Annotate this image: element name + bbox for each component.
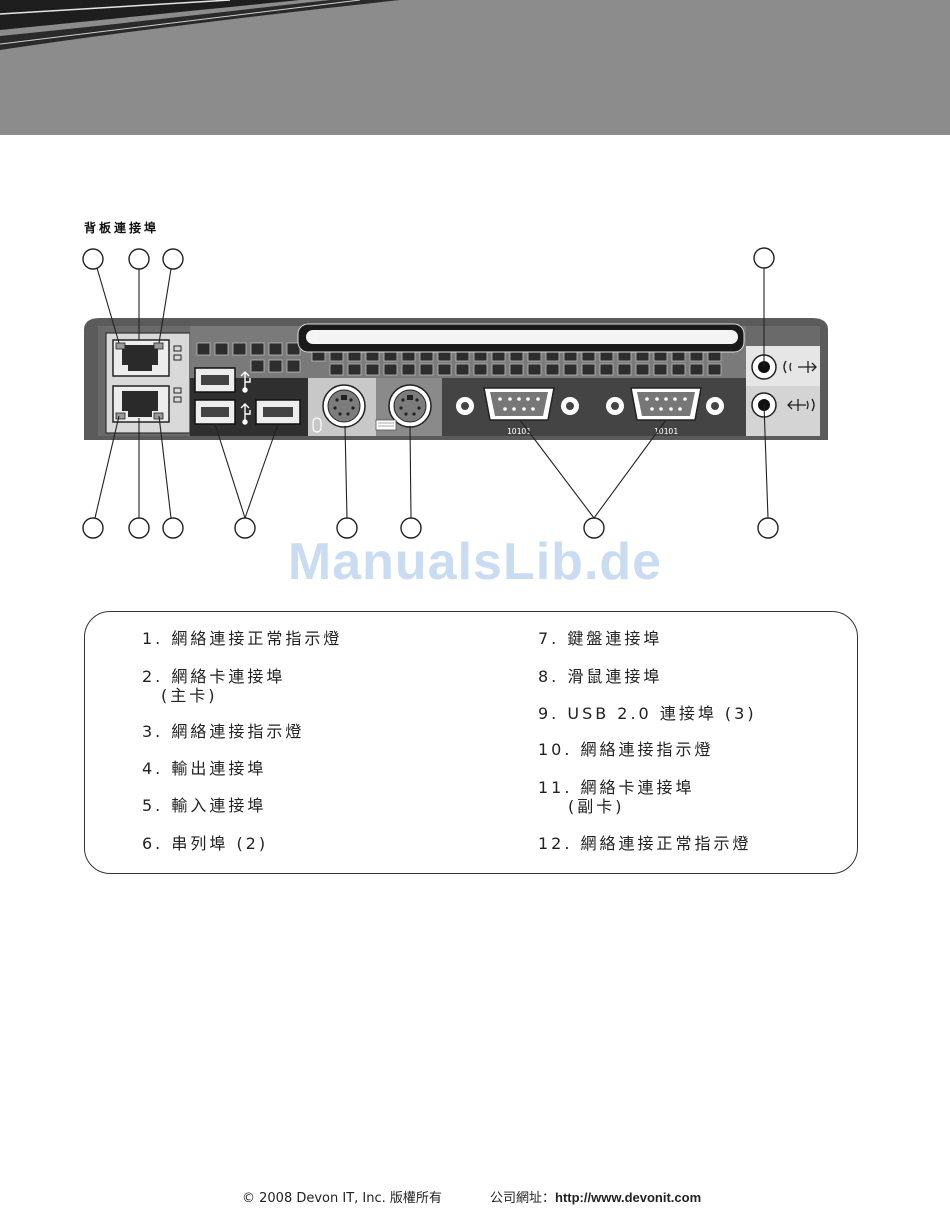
legend-item-11: 11. 網絡卡連接埠(副卡) [538, 778, 695, 816]
footer-website-url[interactable]: http://www.devonit.com [555, 1190, 701, 1205]
usb-port-1 [195, 368, 235, 392]
callout-top-3 [163, 249, 183, 269]
lan-port-1 [113, 340, 169, 376]
serial-pin-label-1: 1O1O1 [507, 427, 531, 436]
banner-swoosh [0, 0, 950, 135]
callout-top-4 [754, 248, 774, 268]
ps2-mouse-port [323, 385, 365, 427]
legend-item-8: 8. 滑鼠連接埠 [538, 667, 662, 686]
legend-item-10: 10. 網絡連接指示燈 [538, 740, 714, 759]
legend-item-5: 5. 輸入連接埠 [142, 796, 266, 815]
footer-website: 公司網址：http://www.devonit.com [490, 1187, 701, 1206]
legend-item-12: 12. 網絡連接正常指示燈 [538, 834, 752, 853]
back-panel-diagram: 1O1O1 1O1O1 [0, 240, 950, 545]
legend-item-7: 7. 鍵盤連接埠 [538, 629, 662, 648]
legend-item-1: 1. 網絡連接正常指示燈 [142, 629, 342, 648]
footer-website-label: 公司網址： [490, 1191, 555, 1206]
section-title: 背板連接埠 [84, 219, 159, 236]
legend-item-3: 3. 網絡連接指示燈 [142, 722, 304, 741]
legend-item-6: 6. 串列埠 (2) [142, 834, 268, 853]
footer-copyright: © 2008 Devon IT, Inc. 版權所有 [242, 1187, 442, 1206]
legend-item-4: 4. 輸出連接埠 [142, 759, 266, 778]
legend-item-9: 9. USB 2.0 連接埠 (3) [538, 704, 757, 723]
lan-port-2 [113, 386, 169, 422]
usb-port-2 [195, 400, 235, 424]
port-legend: 1. 網絡連接正常指示燈 2. 網絡卡連接埠(主卡) 3. 網絡連接指示燈 4.… [84, 611, 858, 874]
watermark: ManualsLib.de [0, 532, 950, 592]
callout-top-1 [83, 249, 103, 269]
callout-top-2 [129, 249, 149, 269]
keyboard-icon [376, 420, 396, 430]
legend-item-2: 2. 網絡卡連接埠(主卡) [142, 667, 285, 705]
back-panel-illustration: 1O1O1 1O1O1 [0, 240, 950, 545]
usb-port-3 [256, 400, 300, 424]
header-banner [0, 0, 950, 135]
